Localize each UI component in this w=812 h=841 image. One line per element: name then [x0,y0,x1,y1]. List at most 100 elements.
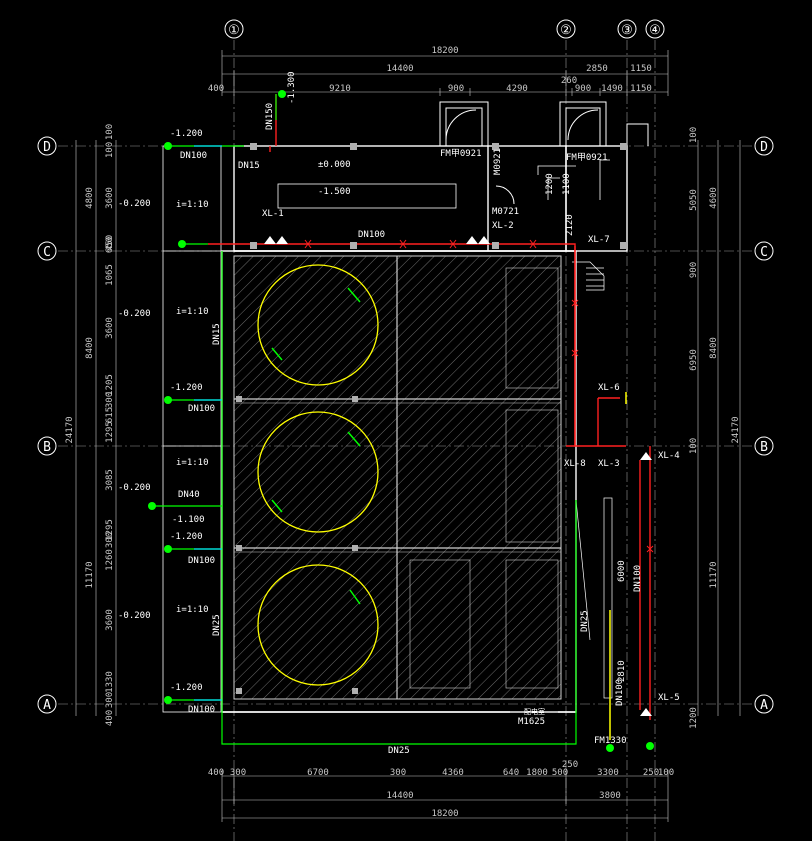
dim-top-row-7: 1150 [630,84,652,94]
dim-top-row-2: 900 [448,84,464,94]
dim-left-major-0: 4800 [85,187,95,209]
pipe-dn25-right: DN25 [580,610,590,632]
dim-right-major-0: 4600 [709,187,719,209]
dim-top-row-0: 400 [208,84,224,94]
dim-top-row-1: 9210 [329,84,351,94]
pipe-dn25-left: DN25 [212,614,222,636]
water-tanks [257,264,379,686]
dim-top-row-5: 900 [575,84,591,94]
dim-left-minor-3: 3600 [105,317,115,339]
level-slab-2: -0.200 [118,309,151,319]
columns [236,143,627,694]
top-dimension-lines [221,50,669,96]
dim-left-minor-18: 300 [105,692,115,708]
dim-bottom-row-3: 300 [390,768,406,778]
level-slab-4: -0.200 [118,611,151,621]
dim-right-minor-2: 900 [689,262,699,278]
dim-2810: 2810 [617,660,627,682]
axis-label-a-left: A [43,698,51,713]
dim-left-minor-2: 1065 [105,264,115,286]
dim-left-minor-12: 100 [105,142,115,158]
tank-room [233,255,562,700]
dim-top-right1: 2850 [586,64,608,74]
door-m1625: M1625 [518,717,545,727]
dim-bottom-row-4: 4360 [442,768,464,778]
axis-label-b-left: B [43,440,51,455]
dim-left-minor-8: 1295 [105,519,115,541]
slope-3: i=1:10 [176,605,209,615]
axis-label-d-left: D [43,140,51,155]
dim-left-minor-17: 100 [105,124,115,140]
level-pit: -1.500 [318,187,351,197]
axis-label-a-right: A [760,698,768,713]
level-inlet-mid: -1.200 [170,532,203,542]
slope-1: i=1:10 [176,307,209,317]
axis-label-c-right: C [760,245,768,260]
pipe-dn25-bottom: DN25 [388,746,410,756]
dim-left-total: 24170 [65,416,75,443]
dim-bottom-row-2: 6700 [307,768,329,778]
level-slab-1: -0.200 [118,199,151,209]
riser-xl-3: XL-3 [598,459,620,469]
dim-1200: 1200 [545,173,555,195]
dim-left-minor-11: 400 [105,710,115,726]
axis-label-c-left: C [43,245,51,260]
left-dimension-lines [75,140,117,716]
riser-xl-4: XL-4 [658,451,680,461]
slope-2: i=1:10 [176,458,209,468]
dim-left-minor-13: 650 [105,237,115,253]
dim-bottom-row-0: 400 [208,768,224,778]
dim-bottom-row-1: 300 [230,768,246,778]
stair [572,261,613,699]
dim-left-minor-10: 1330 [105,671,115,693]
pipe-dn15-top: DN15 [238,161,260,171]
dim-right-minor-0: 100 [689,127,699,143]
pipe-dn100-b: DN100 [188,404,215,414]
axis-label-3: ③ [621,23,633,38]
dim-top-sub: 14400 [386,64,413,74]
dim-right-minor-3: 6950 [689,349,699,371]
dim-bottom-right: 3800 [599,791,621,801]
dim-2120: 2120 [565,214,575,236]
door-bumps [439,101,649,205]
door-m0921: M0921 [493,148,503,175]
pipe-dn100-right: DN100 [615,679,625,706]
dim-left-minor-14: 1260 [105,549,115,571]
axis-label-4: ④ [649,23,661,38]
dim-left-minor-7: 3085 [105,469,115,491]
level-top: -1.300 [287,71,297,104]
dim-left-minor-0: 3600 [105,187,115,209]
riser-xl-6: XL-6 [598,383,620,393]
right-dimension-lines [697,140,741,716]
axis-label-1: ① [228,23,240,38]
axis-label-b-right: B [760,440,768,455]
pipe-dn40: DN40 [178,490,200,500]
dim-right-minor-1: 5050 [689,189,699,211]
door-fm1330: FM1330 [594,736,627,746]
level-inlet-d: -1.200 [170,129,203,139]
dim-right-total: 24170 [731,416,741,443]
dim-right-minor-4: 100 [689,438,699,454]
door-fm-top2: FM甲0921 [566,152,608,163]
dim-bottom-row-9: 3300 [597,768,619,778]
dim-top-overall: 18200 [431,46,458,56]
yellow-pipe [609,392,627,740]
riser-xl-5: XL-5 [658,693,680,703]
dim-left-minor-16: 300 [105,532,115,548]
dim-top-row-4: 260 [561,76,577,86]
pipe-dn100-d: DN100 [180,151,207,161]
bottom-dimension-lines [221,770,669,822]
axis-label-d-right: D [760,140,768,155]
room-label: 配电室 [524,707,545,716]
pipe-dn15-left: DN15 [212,323,222,345]
level-inlet-b: -1.200 [170,383,203,393]
level-floor: ±0.000 [318,160,351,170]
dim-left-minor-9: 3600 [105,609,115,631]
riser-xl-1: XL-1 [262,209,284,219]
dim-bottom-sub: 14400 [386,791,413,801]
pipe-dn100-vertical: DN100 [633,565,643,592]
dim-bottom-row-6: 1800 [526,768,548,778]
dim-bottom-overall: 18200 [431,809,458,819]
